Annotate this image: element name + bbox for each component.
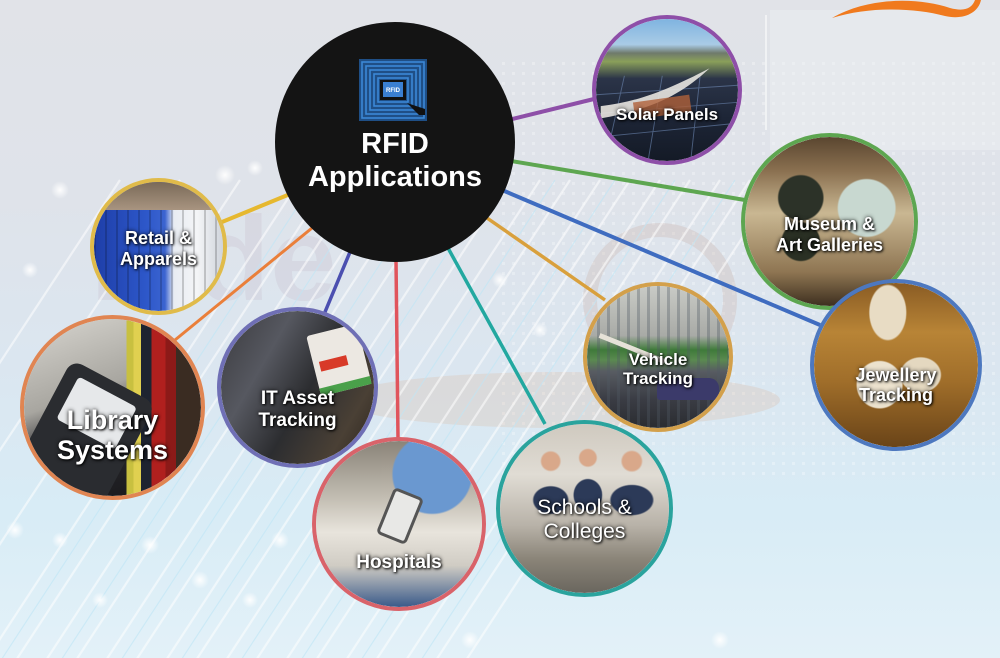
connector-it-asset (323, 251, 352, 313)
solar-panels-label: Solar Panels (615, 105, 719, 125)
connector-library (174, 226, 313, 342)
center-hub-rfid-applications: RFID RFID Applications (275, 22, 515, 262)
car-shape (657, 378, 719, 400)
connector-retail (221, 190, 296, 224)
it-asset-label: IT Asset Tracking (258, 388, 337, 431)
connector-solar (499, 96, 599, 124)
museum-label: Museum & Art Galleries (775, 214, 884, 255)
node-schools-colleges: Schools & Colleges (496, 420, 673, 597)
retail-label: Retail & Apparels (119, 228, 198, 269)
node-library-systems: Library Systems (20, 315, 205, 500)
schools-label: Schools & Colleges (537, 495, 632, 543)
library-label: Library Systems (56, 404, 169, 465)
node-jewellery-tracking: Jewellery Tracking (810, 279, 982, 451)
node-retail-apparels: Retail & Apparels (90, 178, 227, 315)
vehicle-label: Vehicle Tracking (623, 349, 693, 388)
hospitals-label: Hospitals (356, 552, 442, 574)
node-vehicle-tracking: Vehicle Tracking (583, 282, 733, 432)
svg-text:RFID: RFID (386, 88, 401, 94)
solar-panel-grid-graphic (596, 68, 738, 161)
connector-museum (504, 158, 746, 202)
connector-hospitals (394, 259, 400, 439)
connector-jewellery (501, 188, 821, 327)
node-hospitals: Hospitals (312, 437, 486, 611)
schools-photo (500, 424, 669, 593)
node-solar-panels: Solar Panels (592, 15, 742, 165)
jewellery-photo (814, 283, 978, 447)
jewellery-label: Jewellery Tracking (855, 364, 937, 405)
connector-schools (446, 247, 547, 425)
node-it-asset-tracking: IT Asset Tracking (217, 307, 378, 468)
museum-photo (745, 137, 914, 306)
center-title: RFID Applications (275, 128, 515, 194)
connector-vehicle (486, 216, 606, 302)
rfid-tag-icon: RFID (359, 59, 427, 121)
center-title-line2: Applications (307, 161, 482, 193)
node-museum-art-galleries: Museum & Art Galleries (741, 133, 918, 310)
center-title-line1: RFID (361, 128, 429, 160)
hanger-rail (94, 182, 223, 211)
